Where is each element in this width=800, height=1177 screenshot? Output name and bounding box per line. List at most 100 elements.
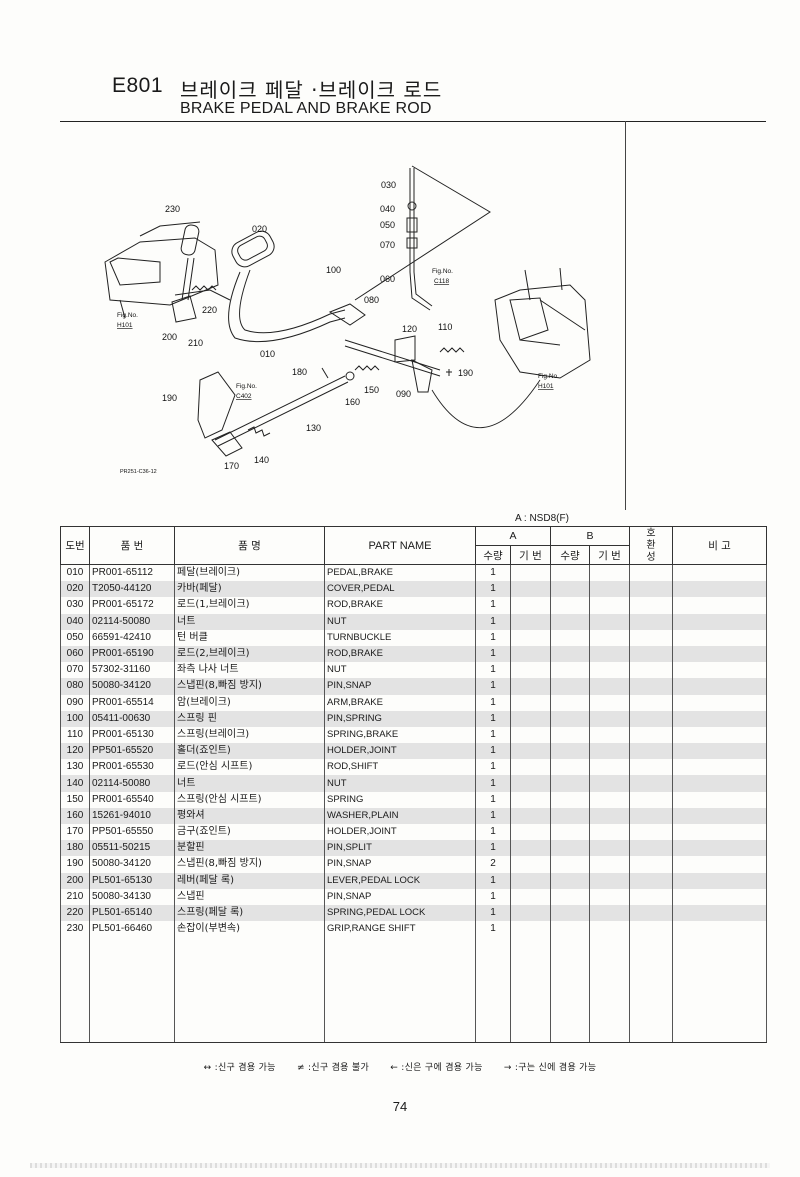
legend-item: → :구는 신에 겸용 가능 (503, 1063, 597, 1073)
period-a-cell (509, 759, 552, 776)
interchange-cell (629, 629, 674, 646)
part-name-ko-cell: 스프링(브레이크) (174, 726, 325, 744)
callout-label: 010 (260, 349, 275, 359)
part-number-cell: PR001-65540 (89, 791, 175, 808)
part-number-cell: PR001-65514 (89, 694, 175, 711)
part-name-ko-cell: 암(브레이크) (174, 694, 325, 711)
legend-item: ← :신은 구에 겸용 가능 (390, 1063, 483, 1073)
period-b-cell (589, 921, 631, 938)
interchange-cell (629, 613, 674, 630)
qty-a-cell: 2 (475, 856, 511, 873)
col-header-period-b: 기 번 (589, 545, 631, 565)
part-number-cell: PR001-65130 (89, 726, 175, 744)
qty-a-cell: 1 (475, 726, 511, 744)
part-name-ko-cell: 로드(2,브레이크) (174, 645, 325, 663)
qty-a-cell: 1 (475, 759, 511, 776)
part-name-en-cell: ROD,BRAKE (324, 597, 476, 614)
section-code: E801 (112, 74, 164, 97)
fig-ref-number: C402 (236, 393, 252, 400)
callout-label: 190 (458, 368, 473, 378)
qty-a-cell: 1 (475, 791, 511, 808)
period-b-cell (589, 775, 631, 792)
callout-label: 110 (438, 322, 452, 332)
period-b-cell (589, 888, 631, 905)
legend-item: ≠ :신구 겸용 불가 (296, 1063, 370, 1073)
parts-table: 도번 품 번 품 명 PART NAME A B 호 환 성 비 고 수량 기 … (60, 526, 768, 1044)
callout-label: 160 (345, 397, 360, 407)
part-name-ko-cell: 스프링(페달 록) (174, 904, 325, 922)
qty-b-cell (550, 662, 591, 679)
part-name-en-cell: NUT (324, 613, 476, 630)
callout-label: 090 (396, 389, 411, 399)
part-number-cell: PL501-65140 (89, 904, 175, 922)
part-name-ko-cell: 너트 (174, 613, 325, 630)
callout-label: 140 (254, 455, 269, 465)
qty-b-cell (550, 759, 591, 776)
interchange-cell (629, 872, 674, 889)
period-a-cell (509, 840, 552, 857)
qty-b-cell (550, 775, 591, 792)
drawing-id: PR251-C36-12 (120, 469, 157, 475)
qty-b-cell (550, 807, 591, 824)
period-a-cell (509, 921, 552, 938)
interchangeability-legend: ↔ :신구 겸용 가능 ≠ :신구 겸용 불가 ← :신은 구에 겸용 가능 →… (0, 1060, 800, 1073)
qty-b-cell (550, 564, 591, 582)
qty-b-cell (550, 597, 591, 614)
part-name-ko-cell: 홀더(죠인트) (174, 743, 325, 760)
remarks-cell (672, 872, 768, 889)
part-name-en-cell: TURNBUCKLE (324, 629, 476, 646)
part-number-cell: PR001-65530 (89, 759, 175, 776)
qty-b-cell (550, 921, 591, 938)
fig-ref-number: C118 (434, 278, 449, 285)
interchange-cell (629, 888, 674, 905)
qty-a-cell: 1 (475, 710, 511, 727)
ref-no-cell: 180 (60, 840, 90, 857)
col-header-period-a: 기 번 (509, 545, 552, 565)
ref-no-cell: 060 (60, 645, 90, 663)
callout-label: 180 (292, 367, 307, 377)
interchange-cell (629, 645, 674, 663)
part-name-ko-cell: 턴 버클 (174, 629, 325, 646)
ref-no-cell: 080 (60, 678, 90, 695)
qty-a-cell: 1 (475, 613, 511, 630)
remarks-cell (672, 791, 768, 808)
part-number-cell: 15261-94010 (89, 807, 175, 824)
part-number-cell: PL501-66460 (89, 921, 175, 938)
part-name-en-cell: LEVER,PEDAL LOCK (324, 872, 476, 889)
qty-a-cell: 1 (475, 629, 511, 646)
part-name-ko-cell: 금구(죠인트) (174, 824, 325, 841)
period-b-cell (589, 710, 631, 727)
period-b-cell (589, 645, 631, 663)
diagram-linework (104, 165, 591, 457)
qty-a-cell: 1 (475, 807, 511, 824)
period-a-cell (509, 743, 552, 760)
part-name-en-cell: GRIP,RANGE SHIFT (324, 921, 476, 938)
remarks-cell (672, 807, 768, 824)
interchange-cell (629, 791, 674, 808)
period-b-cell (589, 759, 631, 776)
qty-b-cell (550, 694, 591, 711)
ref-no-cell: 190 (60, 856, 90, 873)
callout-label: 100 (326, 265, 341, 275)
period-a-cell (509, 856, 552, 873)
ref-no-cell: 020 (60, 581, 90, 598)
interchange-cell (629, 743, 674, 760)
part-name-en-cell: SPRING,PEDAL LOCK (324, 904, 476, 922)
ref-no-cell: 220 (60, 904, 90, 922)
period-b-cell (589, 840, 631, 857)
period-b-cell (589, 597, 631, 614)
part-name-en-cell: COVER,PEDAL (324, 581, 476, 598)
remarks-cell (672, 678, 768, 695)
callout-label: 220 (202, 305, 217, 315)
margin-rule (625, 121, 626, 510)
period-b-cell (589, 856, 631, 873)
remarks-cell (672, 824, 768, 841)
callout-label: 020 (252, 224, 267, 234)
